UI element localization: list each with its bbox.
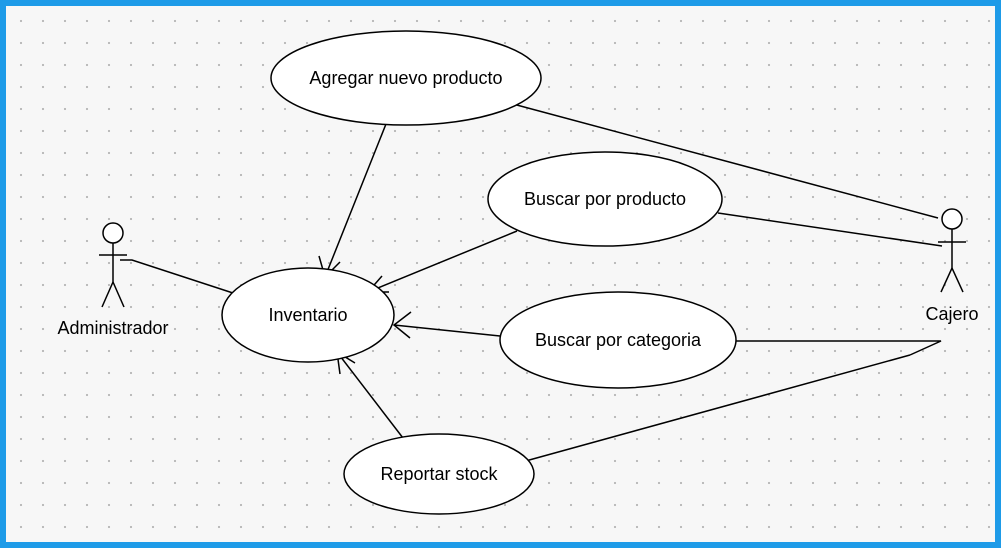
arrowhead-buscarcategoria-inventario [392, 311, 412, 339]
association-buscarproducto-cajero [717, 212, 943, 247]
use-case-agregar[interactable]: Agregar nuevo producto [270, 30, 542, 126]
arrow-buscarcategoria-inventario [393, 324, 501, 337]
association-buscarcategoria-cajero [734, 340, 942, 356]
arrow-reportar-inventario [336, 351, 404, 439]
actor-label-cajero: Cajero [925, 304, 978, 324]
actor-head-icon [102, 222, 124, 244]
association-reportar-cajero [521, 354, 911, 463]
use-case-label: Reportar stock [380, 464, 498, 484]
actor-administrador[interactable] [99, 222, 127, 308]
actor-head-icon [941, 208, 963, 230]
connectors [120, 103, 943, 463]
actor-cajero[interactable] [938, 208, 966, 293]
use-case-label: Agregar nuevo producto [309, 68, 502, 88]
association-agregar-cajero [512, 103, 939, 219]
use-case-label: Buscar por categoria [535, 330, 702, 350]
use-case-buscar-categoria[interactable]: Buscar por categoria [499, 291, 737, 389]
association-administrador-inventario [120, 259, 237, 295]
use-case-reportar[interactable]: Reportar stock [343, 433, 535, 515]
use-case-label: Inventario [268, 305, 347, 325]
arrow-agregar-inventario [324, 123, 387, 278]
use-case-buscar-producto[interactable]: Buscar por producto [487, 151, 723, 247]
use-case-label: Buscar por producto [524, 189, 686, 209]
use-case-inventario[interactable]: Inventario [221, 267, 395, 363]
arrow-buscarproducto-inventario [367, 230, 518, 293]
actor-label-administrador: Administrador [57, 318, 168, 338]
